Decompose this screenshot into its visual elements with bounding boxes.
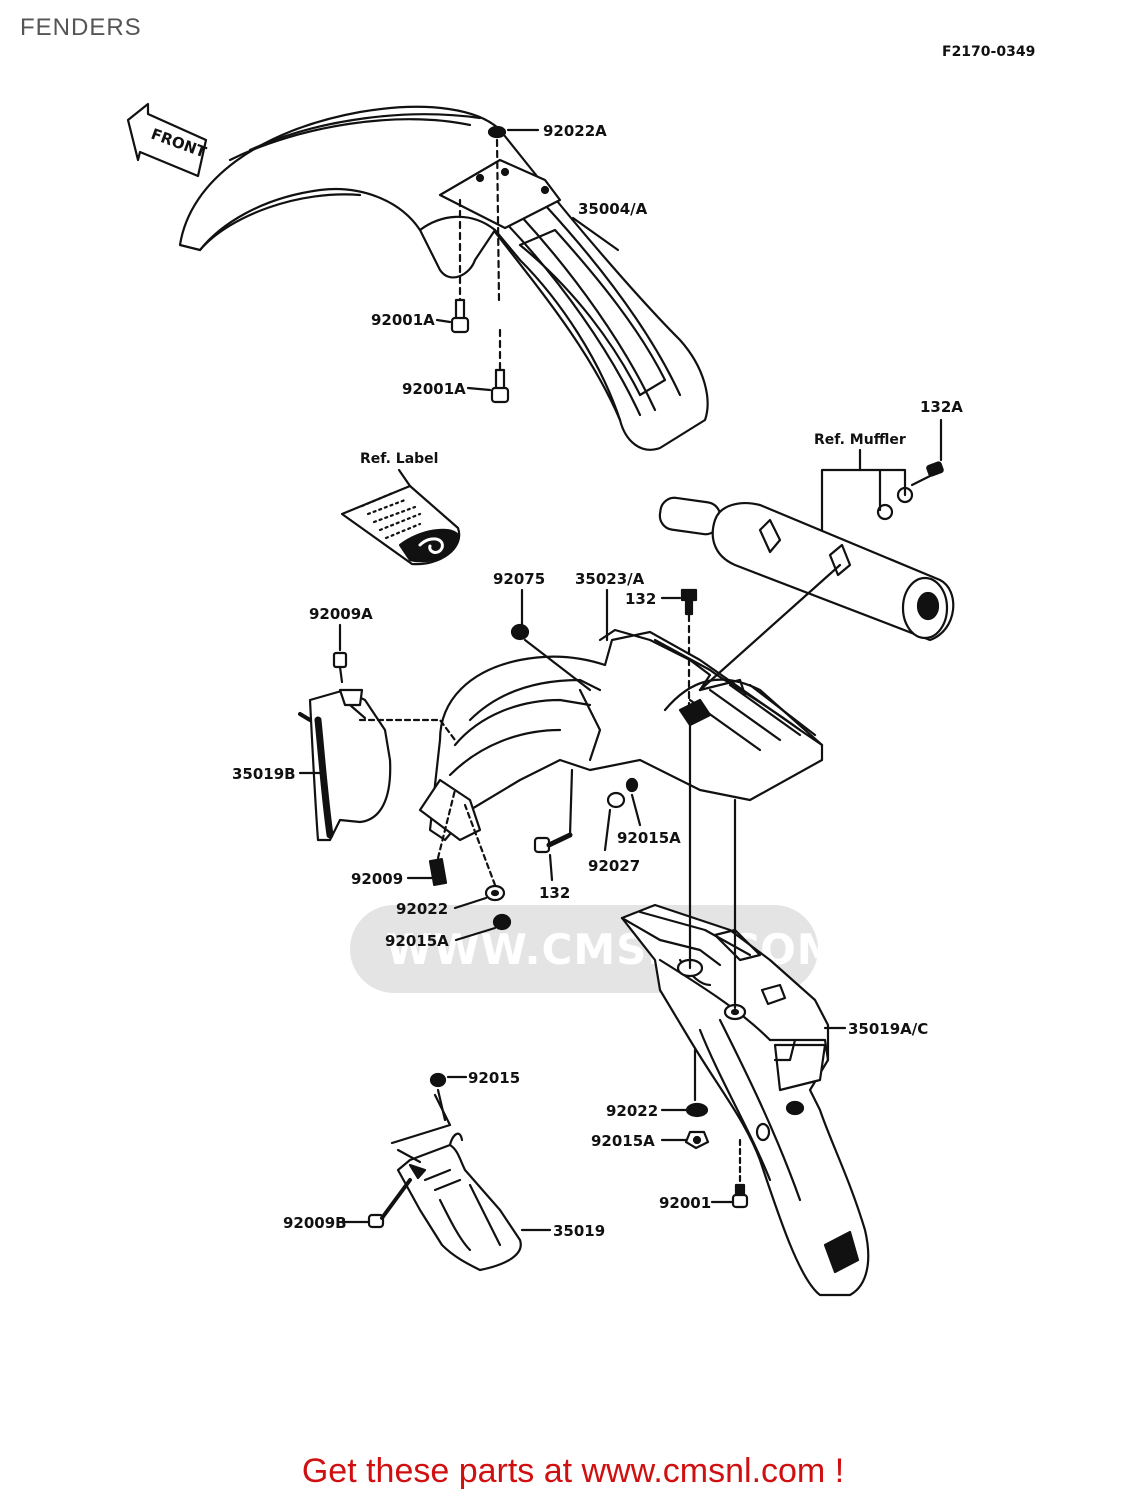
part-label-35004A[interactable]: 35004/A bbox=[578, 200, 648, 218]
part-label-92009A[interactable]: 92009A bbox=[309, 605, 373, 623]
ref-muffler-text: Ref. Muffler bbox=[814, 432, 906, 448]
part-label-35023A[interactable]: 35023/A bbox=[575, 570, 645, 588]
rear-fender bbox=[418, 628, 824, 842]
part-label-92022A-top[interactable]: 92022A bbox=[543, 122, 607, 140]
rear-fender-lower bbox=[620, 903, 870, 1297]
part-label-92015A-low[interactable]: 92015A bbox=[591, 1132, 655, 1150]
part-label-92015[interactable]: 92015 bbox=[468, 1069, 521, 1087]
bolt-92001 bbox=[731, 1183, 749, 1209]
ref-label-text: Ref. Label bbox=[360, 451, 439, 467]
bolt-92001A-upper bbox=[450, 298, 470, 334]
part-label-132-bottom[interactable]: 132 bbox=[539, 884, 571, 902]
bolt-132-top bbox=[680, 588, 698, 616]
screw-92009A bbox=[332, 651, 348, 684]
part-label-92015A-left[interactable]: 92015A bbox=[385, 932, 449, 950]
part-label-132A[interactable]: 132A bbox=[920, 398, 963, 416]
part-label-92022-mid[interactable]: 92022 bbox=[396, 900, 449, 918]
part-label-92009B[interactable]: 92009B bbox=[283, 1214, 347, 1232]
mud-flap-35019B bbox=[298, 688, 457, 842]
part-label-92001A-upper[interactable]: 92001A bbox=[371, 311, 435, 329]
bolt-92001A-lower bbox=[490, 368, 510, 404]
part-label-92009[interactable]: 92009 bbox=[351, 870, 404, 888]
part-label-92075[interactable]: 92075 bbox=[493, 570, 546, 588]
mud-flap-35019 bbox=[390, 1093, 522, 1272]
footer-promo-link[interactable]: Get these parts at www.cmsnl.com ! bbox=[301, 1452, 845, 1490]
ref-label-sticker bbox=[340, 468, 461, 566]
part-label-92001A-lower[interactable]: 92001A bbox=[402, 380, 466, 398]
screw-92009 bbox=[428, 858, 448, 886]
part-label-92015A-mid[interactable]: 92015A bbox=[617, 829, 681, 847]
part-label-92027[interactable]: 92027 bbox=[588, 857, 641, 875]
part-label-35019[interactable]: 35019 bbox=[553, 1222, 606, 1240]
front-fender bbox=[178, 105, 709, 451]
part-label-132-top[interactable]: 132 bbox=[625, 590, 657, 608]
muffler bbox=[658, 461, 955, 642]
diagram-code: F2170-0349 bbox=[942, 44, 1036, 60]
front-arrow: FRONT bbox=[126, 102, 209, 178]
nut-92015A-lower bbox=[684, 1130, 710, 1150]
nut-92015 bbox=[429, 1072, 447, 1088]
bolt-92009B bbox=[367, 1178, 412, 1229]
bolt-132-bottom bbox=[533, 832, 573, 854]
part-label-35019B[interactable]: 35019B bbox=[232, 765, 296, 783]
part-label-92001[interactable]: 92001 bbox=[659, 1194, 712, 1212]
page-title: FENDERS bbox=[20, 14, 142, 41]
part-label-35019AC[interactable]: 35019A/C bbox=[848, 1020, 929, 1038]
part-label-92022-low[interactable]: 92022 bbox=[606, 1102, 659, 1120]
